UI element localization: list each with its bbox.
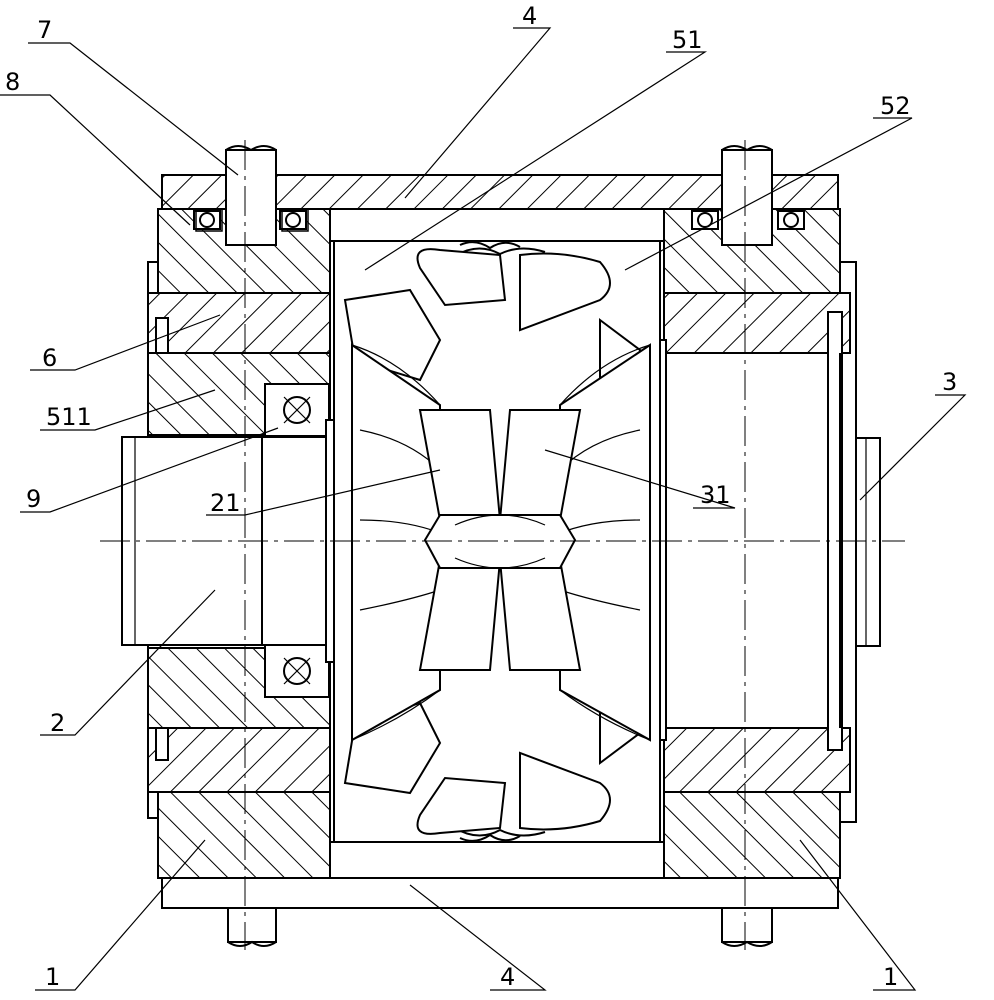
- label-4-bottom: 4: [500, 963, 515, 991]
- label-31: 31: [700, 481, 731, 509]
- label-511: 511: [46, 403, 92, 431]
- label-7: 7: [37, 16, 52, 44]
- label-21: 21: [210, 489, 241, 517]
- label-52: 52: [880, 92, 911, 120]
- label-6: 6: [42, 344, 57, 372]
- label-3: 3: [942, 368, 957, 396]
- bottom-right-bearing-block: [664, 792, 840, 878]
- label-51: 51: [672, 26, 703, 54]
- label-8: 8: [5, 68, 20, 96]
- upper-ball-bearing: [265, 384, 329, 436]
- label-1-left: 1: [45, 963, 60, 991]
- bottom-left-bolt: [228, 908, 276, 946]
- lower-ball-bearing: [265, 645, 329, 697]
- label-9: 9: [26, 485, 41, 513]
- bottom-right-bolt: [722, 908, 772, 946]
- bottom-housing-plate: [162, 878, 838, 908]
- output-shaft: [652, 340, 880, 740]
- label-1-right: 1: [883, 963, 898, 991]
- label-2: 2: [50, 709, 65, 737]
- label-4-top: 4: [522, 2, 537, 30]
- top-left-bolt: [226, 146, 276, 245]
